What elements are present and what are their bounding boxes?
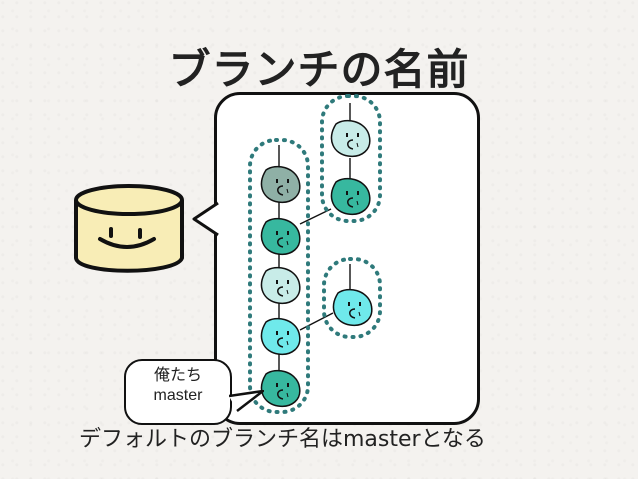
speech-bubble-tail xyxy=(192,201,219,237)
branch-label: 俺たち master xyxy=(124,366,232,406)
branch-owner-label: 俺たち xyxy=(153,367,202,384)
left-branch-dots xyxy=(248,138,310,414)
smiley-node-icon xyxy=(332,288,373,327)
smiley-node-icon xyxy=(330,119,371,158)
smiley-node-icon xyxy=(330,177,371,216)
smiley-node-icon xyxy=(260,369,301,408)
branch-name-label: master xyxy=(153,387,203,404)
smiley-node-icon xyxy=(260,217,301,256)
branch-lines xyxy=(278,103,351,373)
server-face-icon xyxy=(74,184,184,273)
footer-caption: デフォルトのブランチ名はmasterとなる xyxy=(79,427,486,452)
smiley-node-icon xyxy=(260,165,301,204)
smiley-node-icon xyxy=(260,266,301,305)
branch-label-bubble xyxy=(124,359,232,425)
lower-right-branch-dots xyxy=(322,257,382,339)
page-title: ブランチの名前 xyxy=(168,45,470,94)
upper-right-branch-dots xyxy=(320,94,382,223)
smiley-node-icon xyxy=(260,317,301,356)
branch-label-tail xyxy=(229,390,264,412)
